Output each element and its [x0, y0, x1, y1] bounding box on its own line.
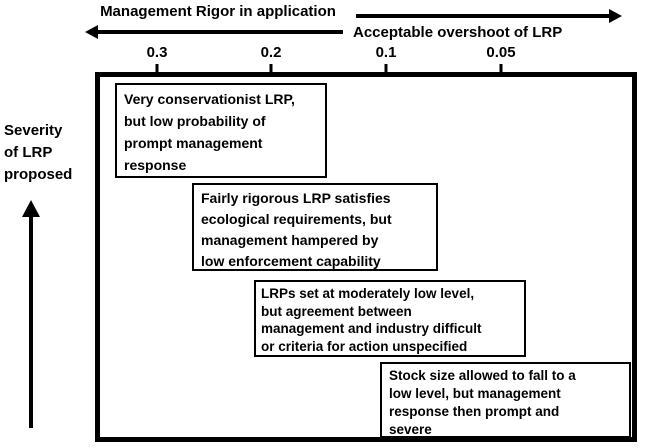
- tick-mark: [155, 64, 159, 73]
- note-box-stock-low-level: Stock size allowed to fall to a low leve…: [380, 362, 631, 438]
- tick-label-0.2: 0.2: [260, 44, 282, 61]
- note-line: Stock size allowed to fall to a: [389, 368, 576, 383]
- note-line: low level, but management: [389, 386, 561, 401]
- note-line: response then prompt and: [389, 404, 560, 419]
- acceptable-overshoot-axis-label: Acceptable overshoot of LRP: [353, 24, 563, 41]
- note-line: severe: [389, 422, 432, 437]
- severity-axis-label-line: of LRP: [4, 144, 53, 161]
- note-line: LRPs set at moderately low level,: [261, 286, 475, 301]
- right-arrow-icon: [356, 9, 622, 23]
- management-rigor-axis-label: Management Rigor in application: [100, 3, 336, 20]
- severity-axis-label-line: Severity: [4, 122, 63, 139]
- severity-axis-label: Severity of LRP proposed: [4, 120, 96, 186]
- note-box-fairly-rigorous: Fairly rigorous LRP satisfies ecological…: [192, 183, 438, 271]
- tick-label-0.3: 0.3: [146, 44, 168, 61]
- note-line: or criteria for action unspecified: [261, 338, 468, 354]
- tick-label-0.05: 0.05: [486, 44, 516, 61]
- up-arrow-icon: [22, 200, 40, 428]
- note-line: response: [124, 157, 187, 173]
- tick-mark: [499, 64, 503, 73]
- note-line: management hampered by: [201, 232, 379, 248]
- note-box-moderately-low: LRPs set at moderately low level, but ag…: [254, 280, 526, 357]
- note-line: low enforcement capability: [201, 253, 381, 269]
- note-line: Very conservationist LRP,: [124, 91, 295, 107]
- note-box-very-conservationist: Very conservationist LRP, but low probab…: [115, 83, 327, 178]
- note-line: management and industry difficult: [261, 321, 482, 336]
- note-line: but low probability of: [124, 113, 266, 129]
- tick-label-0.1: 0.1: [375, 44, 397, 61]
- tick-mark: [269, 64, 273, 73]
- note-line: Fairly rigorous LRP satisfies: [201, 190, 391, 206]
- tick-mark: [384, 64, 388, 73]
- note-line: but agreement between: [261, 303, 412, 319]
- severity-axis-label-line: proposed: [4, 166, 73, 183]
- note-line: ecological requirements, but: [201, 211, 392, 227]
- left-arrow-icon: [85, 25, 343, 39]
- note-line: prompt management: [124, 135, 263, 151]
